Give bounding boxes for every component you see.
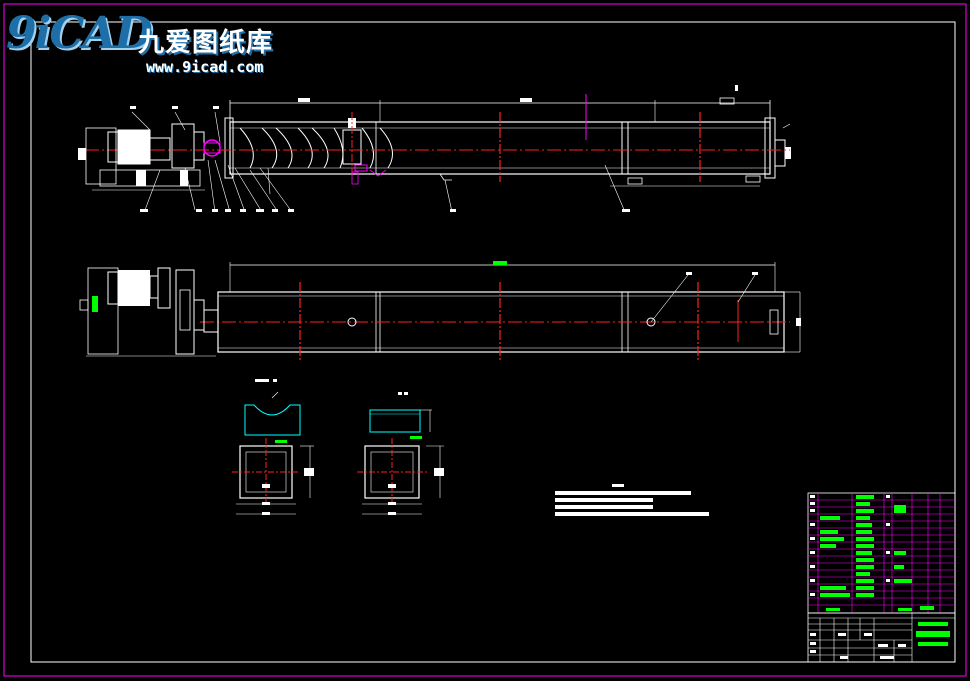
plan-view [79,261,801,360]
logo: 9iCAD 九爱图纸库 www.9icad.com [6,8,306,78]
drawing-frame [30,21,956,663]
logo-url: www.9icad.com [146,58,264,76]
front-view [78,85,791,213]
logo-site-name: 九爱图纸库 [138,28,274,58]
technical-notes [555,484,709,516]
parts-list [807,492,956,614]
section-view-a [232,379,314,515]
title-block [807,606,956,663]
section-view-b [357,392,444,515]
drawing-outer-border [3,3,967,677]
9icad-logo-icon: 9iCAD [6,8,153,59]
